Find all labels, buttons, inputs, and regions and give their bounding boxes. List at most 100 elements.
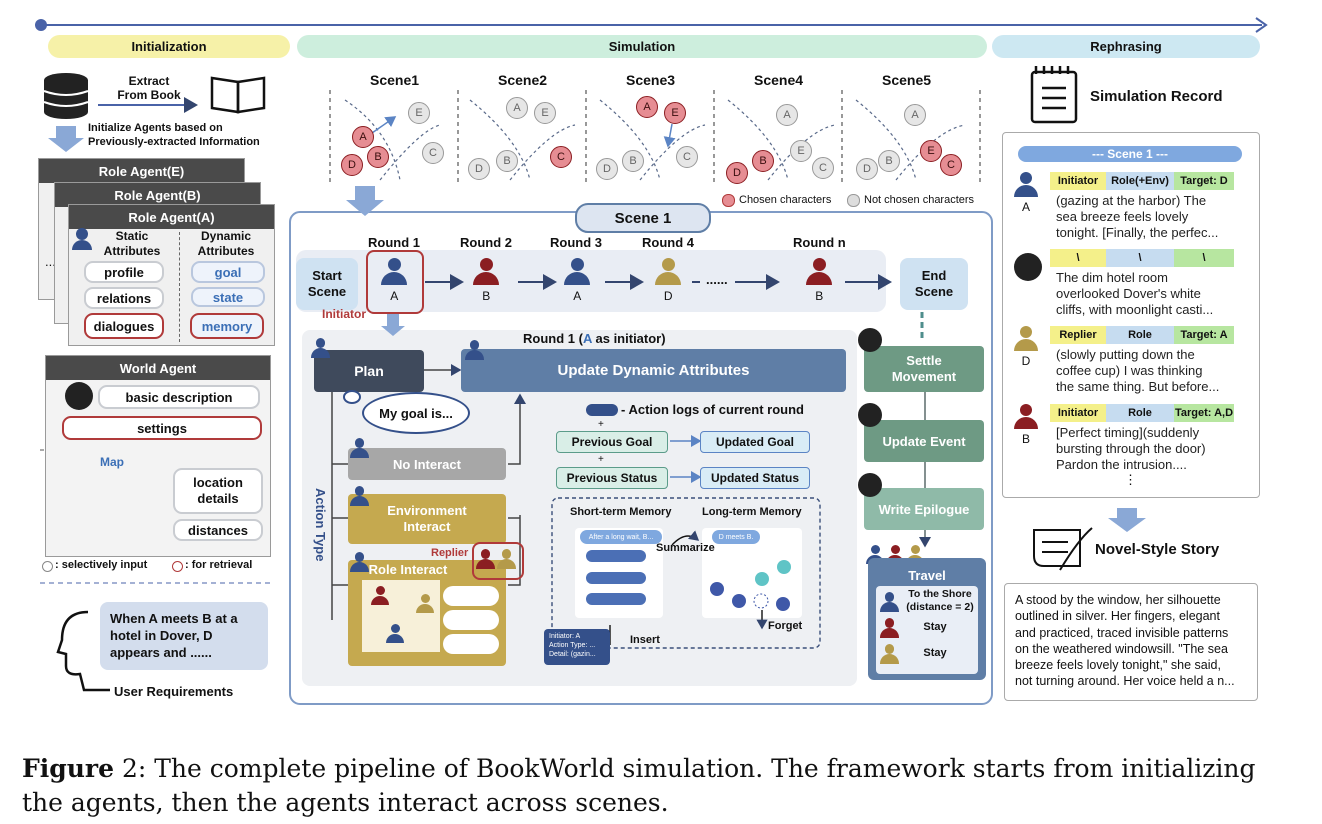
caption-number: 2 [121,754,138,783]
scene1-badge: Scene 1 [575,203,711,233]
previous-goal-box: Previous Goal [556,431,668,453]
update-dynamic-attributes-box: Update Dynamic Attributes [461,349,846,392]
scene2-char-c: C [550,146,572,168]
dialogues-pill: dialogues [84,313,164,339]
action-type-label: Action Type [313,488,328,562]
record-entry-2-tag-3: \ [1174,249,1234,267]
selective-legend-marker [42,561,53,572]
thought-dot [343,390,361,404]
record-down-arrow [1108,508,1146,532]
scene4-char-a: A [776,104,798,126]
basic-description-pill: basic description [98,385,260,409]
record-a-icon-letter: A [1021,200,1030,214]
scene3-char-d: D [596,158,618,180]
caption-label: Figure [22,754,114,783]
d-meets-b-chip: D meets B. [712,530,760,544]
record-b-icon-letter: B [1021,432,1030,446]
stay-text-1: Stay [923,621,947,633]
record-entry-4-tag-3: Target: A,D [1174,404,1234,422]
short-term-memory-label: Short-term Memory [570,506,672,518]
to-the-shore-text: To the Shore (distance = 2) [906,588,974,613]
no-interact-box: No Interact [348,448,506,480]
dynamic-attributes-label: Dynamic Attributes [197,229,255,258]
novel-story-text: A stood by the window, her silhouette ou… [1004,583,1258,701]
scene1-char-b: B [367,146,389,168]
record-entry-1-tag-1: Initiator [1050,172,1106,190]
record-entry-4-tag-2: Role [1106,404,1174,422]
static-attributes-label: Static Attributes [103,229,161,258]
attributes-divider [179,232,180,342]
round-1-label: Round 1 [368,235,420,250]
initiator-down-arrow [381,314,405,336]
agent-a-person-body [72,240,92,250]
round-2-character-letter: B [482,288,491,303]
stage-initialization: Initialization [48,35,290,58]
scene2-char-a: A [506,97,528,119]
globe-icon-settle [858,328,882,352]
state-pill: state [191,287,265,307]
role-agent-a-header: Role Agent(A) [69,205,274,229]
replier-label: Replier [431,547,469,559]
summarize-label: Summarize [656,542,715,554]
record-entry-2-text: The dim hotel room overlooked Dover's wh… [1056,270,1214,317]
scene1-char-a: A [352,126,374,148]
scene1-char-c: C [422,142,444,164]
round-n-label: Round n [793,235,846,250]
novel-style-story-title: Novel-Style Story [1095,541,1220,558]
round-4-character-letter: D [663,288,673,303]
insert-label: Insert [630,634,660,646]
chosen-legend-text: Chosen characters [739,194,832,206]
update-event-box: Update Event [864,420,984,462]
settle-movement-box: Settle Movement [864,346,984,392]
long-term-panel [702,528,802,618]
settings-pill: settings [62,416,262,440]
role-agent-b-header: Role Agent(B) [55,183,260,207]
round-3-character-letter: A [573,288,582,303]
replier-highlight [472,542,524,580]
scene4-char-b: B [752,150,774,172]
user-head-icon [56,610,110,692]
role-agent-e-header: Role Agent(E) [39,159,244,183]
scene3-title: Scene3 [626,72,676,88]
scene1-move-arrow [371,116,397,134]
retrieval-legend-marker [172,561,183,572]
scene-down-arrow [346,186,384,216]
retrieval-legend-text: : for retrieval [185,559,253,571]
previous-status-box: Previous Status [556,467,668,489]
record-entry-4-text: [Perfect timing](suddenly bursting throu… [1056,425,1206,472]
chat-bubble-1 [443,586,499,606]
after-long-wait-chip: After a long wait, B... [580,530,662,544]
scene3-move-arrow [663,123,676,148]
selective-legend-text: : selectively input [55,559,148,571]
caption-text: : The complete pipeline of BookWorld sim… [22,754,1256,817]
scene1-char-e: E [408,102,430,124]
scene-header-chip: --- Scene 1 --- [1018,146,1242,162]
database-icon [43,73,89,119]
scene2-char-b: B [496,150,518,172]
extract-label: Extract From Book [117,74,181,102]
chosen-legend-marker [722,194,735,207]
record-globe-icon [1014,253,1042,281]
plan-box: Plan [314,350,424,392]
round-dots: ...... [706,272,728,287]
record-entry-2-tag-2: \ [1106,249,1174,267]
record-entry-3-tag-1: Replier [1050,326,1106,344]
forget-label: Forget [768,620,803,632]
world-agent-header: World Agent [46,356,270,380]
initialize-label: Initialize Agents based on Previously-ex… [88,122,260,148]
record-entry-4-tag-1: Initiator [1050,404,1106,422]
record-entry-3-text: (slowly putting down the coffee cup) I w… [1056,347,1220,394]
scene3-char-b: B [622,150,644,172]
initiator-label: Initiator [322,307,366,321]
round1-header: Round 1 (A as initiator) [523,331,666,346]
timeline-arrowhead [1255,17,1268,33]
round-track [296,250,886,312]
scene5-char-a: A [904,104,926,126]
plus-1: + [598,419,604,430]
role-interact-label: Role Interact [368,562,448,577]
init-down-arrow [48,126,84,152]
scene5-char-e: E [920,140,942,162]
scene1-char-d: D [341,154,363,176]
short-term-bars [586,550,646,605]
scene2-title: Scene2 [498,72,548,88]
